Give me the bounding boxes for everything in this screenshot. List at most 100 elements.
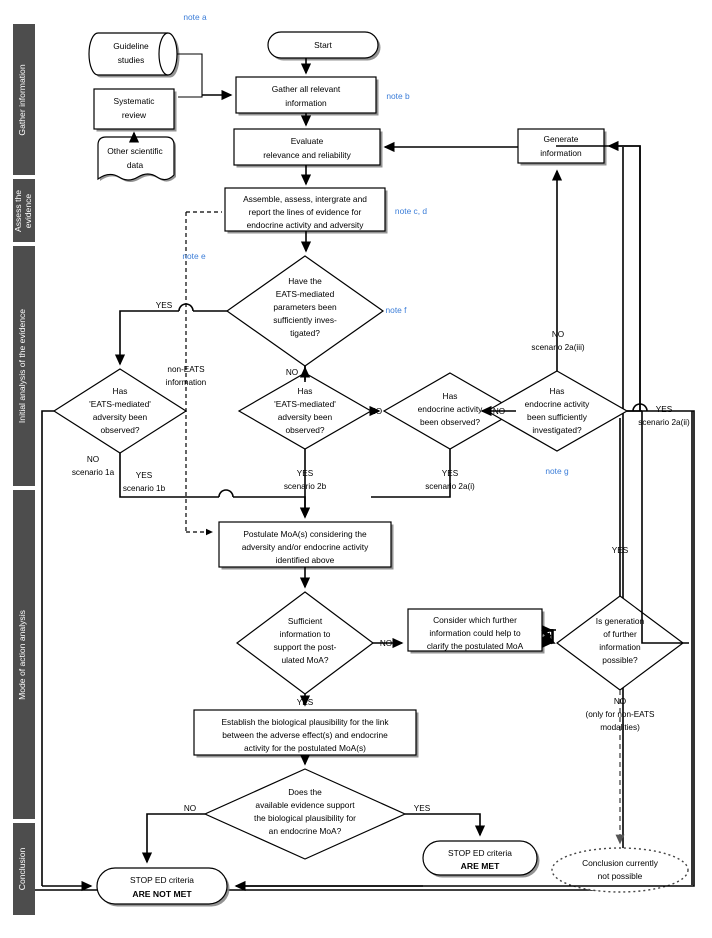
stop-are-met-line1: STOP ED criteria [448, 848, 512, 858]
d-eats-params-line3: parameters been [273, 302, 337, 312]
node-stop-are-met [422, 840, 540, 878]
assemble-line3: endocrine activity and adversity [247, 220, 365, 230]
edge-label-no-evidence: NO [184, 804, 196, 813]
d-endo-inv-line2: endocrine activity [525, 399, 591, 409]
systematic-review-line2: review [122, 110, 147, 120]
stop-not-met-line2: ARE NOT MET [132, 889, 192, 899]
edge-label-no-2aiii-1: NO [552, 330, 564, 339]
edge-label-no-endo-obs: NO [493, 407, 505, 416]
band-label-initial: Initial analysis of the evidence [17, 309, 27, 423]
generate-info-line1: Generate [544, 134, 579, 144]
d-evid-line1: Does the [288, 787, 322, 797]
edge-label-yes-2aii-1: YES [656, 405, 673, 414]
edge-label-yes-1b-2: scenario 1b [123, 484, 166, 493]
stop-are-met-line2: ARE MET [461, 861, 500, 871]
band-label-moa: Mode of action analysis [17, 610, 27, 700]
d-adv-left-line1: Has [113, 386, 128, 396]
band-label-gather: Gather information [17, 64, 27, 135]
edge-label-yes-2ai-2: scenario 2a(i) [425, 482, 475, 491]
band-label-assess-2: evidence [23, 194, 33, 229]
gather-all-line2: information [285, 98, 327, 108]
node-systematic-review [93, 88, 177, 132]
establish-line1: Establish the biological plausibility fo… [221, 717, 389, 727]
band-label-conclusion: Conclusion [17, 848, 27, 891]
node-gather-all [235, 76, 379, 116]
establish-line2: between the adverse effect(s) and endocr… [222, 730, 388, 740]
band-label-assess-1: Assess the [13, 190, 23, 232]
d-gen-line4: possible? [602, 655, 638, 665]
d-adv-mid-line3: adversity been [278, 412, 333, 422]
d-adv-left-line4: observed? [100, 425, 139, 435]
assemble-line2: report the lines of evidence for [249, 207, 362, 217]
d-suff-line3: support the post- [274, 642, 337, 652]
d-eats-params-line5: tigated? [290, 328, 320, 338]
start-label: Start [314, 40, 332, 50]
d-eats-params-line1: Have the [288, 276, 322, 286]
d-endo-obs-line1: Has [443, 391, 458, 401]
node-other-scientific-data [97, 136, 176, 182]
edge-label-yes-sufficient: YES [297, 698, 314, 707]
d-gen-line2: of further [603, 629, 637, 639]
d-adv-mid-line2: 'EATS-mediated' [274, 399, 336, 409]
d-eats-params-line2: EATS-mediated [276, 289, 335, 299]
edge-label-no-gen-1: NO [614, 697, 626, 706]
edge-label-no-sufficient: NO [380, 639, 392, 648]
edge-label-no-gen-3: modalities) [600, 723, 640, 732]
edge-endocrine-yes-2ai [371, 449, 451, 498]
note-f-label: note f [386, 305, 408, 315]
edge-left-no-1a [41, 410, 54, 886]
evaluate-line1: Evaluate [291, 136, 324, 146]
gather-all-line1: Gather all relevant [272, 84, 341, 94]
node-postulate-moa [218, 521, 394, 570]
edge-label-yes-2b-2: scenario 2b [284, 482, 327, 491]
d-endo-inv-line4: investigated? [532, 425, 582, 435]
d-evid-line4: an endocrine MoA? [269, 826, 342, 836]
note-c-d-label: note c, d [395, 206, 427, 216]
d-adv-left-line3: adversity been [93, 412, 148, 422]
edge-label-non-eats-2: information [166, 378, 207, 387]
edge-label-yes-1b-1: YES [136, 471, 153, 480]
evaluate-line2: relevance and reliability [263, 150, 351, 160]
edge-label-yes-2aii-2: scenario 2a(ii) [638, 418, 690, 427]
d-suff-line1: Sufficient [288, 616, 323, 626]
edge-2aii-to-stop-not-met [234, 410, 695, 892]
edge-label-yes-generation: YES [612, 546, 629, 555]
band-assess-the-evidence [13, 179, 35, 242]
generate-info-line2: information [540, 148, 582, 158]
node-establish-plausibility [193, 709, 419, 758]
d-adv-mid-line1: Has [298, 386, 313, 396]
edge-label-no-2aiii-2: scenario 2a(iii) [531, 343, 585, 352]
note-b-label: note b [386, 91, 410, 101]
node-decision-endocrine-investigated [485, 370, 629, 452]
edge-investigated-yes-dummy [641, 411, 689, 644]
d-gen-line3: information [599, 642, 641, 652]
d-evid-line2: available evidence support [255, 800, 355, 810]
d-endo-inv-line3: been sufficiently [527, 412, 588, 422]
guideline-studies-line2: studies [118, 55, 145, 65]
note-e-label: note e [182, 251, 206, 261]
other-scientific-line1: Other scientific [107, 146, 162, 156]
stop-not-met-line1: STOP ED criteria [130, 875, 194, 885]
node-evaluate [233, 128, 383, 168]
node-consider-further [407, 608, 545, 654]
band-initial-analysis [13, 246, 35, 486]
postulate-line2: adversity and/or endocrine activity [242, 542, 369, 552]
node-stop-not-met [96, 867, 230, 907]
edge-label-no-eats-params: NO [286, 368, 298, 377]
edge-label-no-1a-1: NO [87, 455, 99, 464]
edge-label-non-eats-1: non-EATS [167, 365, 205, 374]
systematic-review-line1: Systematic [114, 96, 155, 106]
other-scientific-line2: data [127, 160, 144, 170]
note-g-label: note g [545, 466, 569, 476]
edge-left-yes-1b-to-postulate [233, 496, 311, 519]
d-adv-left-line2: 'EATS-mediated' [89, 399, 151, 409]
edge-feedback-rail [556, 145, 641, 411]
d-endo-obs-line2: endocrine activity [418, 404, 484, 414]
d-eats-params-line4: sufficiently inves- [273, 315, 337, 325]
node-decision-evidence-support [203, 768, 407, 860]
consider-line2: information could help to [429, 628, 521, 638]
edge-label-no-gen-2: (only for non-EATS [585, 710, 655, 719]
d-suff-line4: ulated MoA? [281, 655, 328, 665]
edge-evidence-yes [405, 813, 486, 837]
consider-line3: clarify the postulated MoA [427, 641, 524, 651]
